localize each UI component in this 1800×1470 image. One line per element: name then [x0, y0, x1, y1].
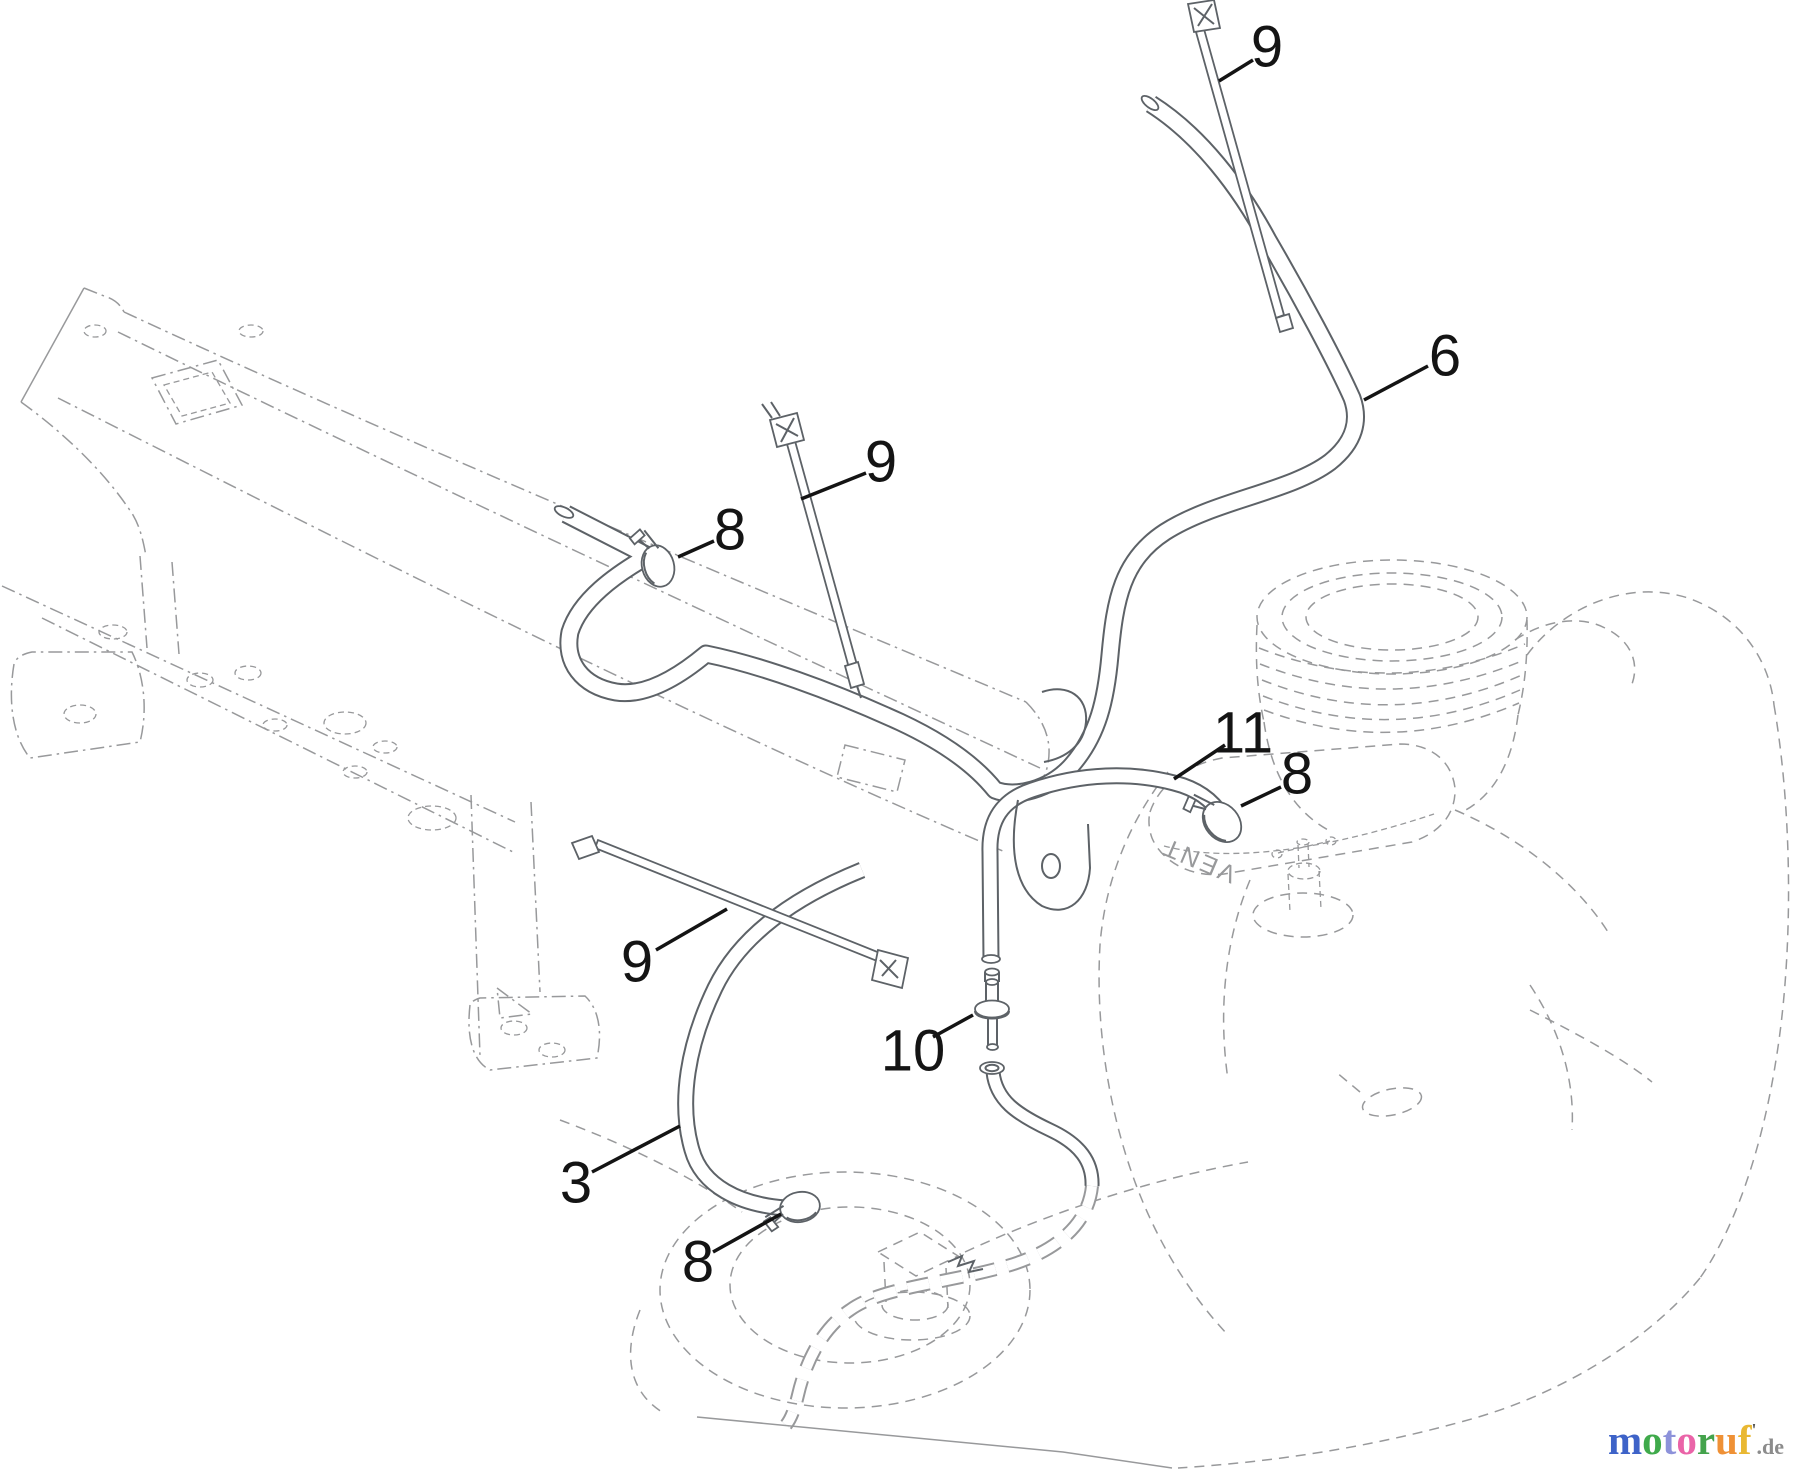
callout-label-9: 9 [1251, 15, 1283, 80]
frame-end-bracket [1012, 688, 1092, 911]
vent-fitting [1252, 836, 1354, 938]
hose-below-fitting [993, 1072, 1092, 1186]
fitting-10 [974, 967, 1010, 1075]
motoruf-logo-suffix: .de [1756, 1434, 1785, 1459]
logo-letter: f [1737, 1417, 1752, 1463]
callout-leader-8 [1240, 785, 1282, 808]
callout-leader-9 [655, 907, 728, 952]
hose-clamp-vent [1182, 793, 1243, 843]
tank-phantom: VENT [559, 559, 1790, 1469]
logo-letter: m [1608, 1417, 1643, 1463]
callout-leader-9 [800, 471, 867, 501]
ground-line [696, 1416, 1173, 1469]
cable-tie-top [1186, 0, 1295, 334]
callout-label-9: 9 [621, 930, 653, 995]
callout-leader-8 [677, 539, 715, 559]
callout-leader-8 [712, 1212, 782, 1254]
callout-leader-9 [1218, 58, 1254, 83]
logo-letter: o [1676, 1417, 1697, 1463]
callout-label-6: 6 [1429, 324, 1461, 389]
callout-label-3: 3 [560, 1151, 592, 1216]
callout-label-8: 8 [1281, 742, 1313, 807]
logo-letter: u [1715, 1417, 1738, 1463]
valve-clip [947, 1254, 984, 1274]
motoruf-logo: motoruf'.de [1608, 1416, 1784, 1464]
callout-leader-3 [591, 1124, 681, 1174]
cable-tie-middle [761, 401, 866, 699]
hose-6 [553, 93, 1355, 793]
hose-clamp-frame [628, 528, 676, 588]
hidden-hose-segmented [780, 1184, 1099, 1430]
tank-body [1098, 591, 1790, 1469]
callout-label-11: 11 [1213, 701, 1273, 766]
callout-label-8: 8 [714, 498, 746, 563]
hose-11 [981, 776, 1222, 963]
callout-label-8: 8 [682, 1230, 714, 1295]
logo-letter: t [1662, 1417, 1677, 1463]
callout-leader-6 [1363, 364, 1429, 402]
cable-tie-lower [570, 834, 910, 990]
callout-leader-10 [932, 1013, 974, 1039]
logo-letter: o [1642, 1417, 1663, 1463]
callout-leader-11 [1173, 743, 1226, 781]
frame-phantom [1, 287, 1050, 1071]
filler-neck [1255, 559, 1528, 833]
motoruf-logo-letters: motoruf [1608, 1417, 1751, 1463]
callout-label-9: 9 [865, 430, 897, 495]
hose-3 [686, 870, 862, 1218]
logo-letter: r [1696, 1417, 1716, 1463]
callout-label-10: 10 [881, 1019, 946, 1084]
motoruf-logo-mark: ' [1751, 1420, 1757, 1440]
fuel-valve-area [559, 1119, 1249, 1413]
